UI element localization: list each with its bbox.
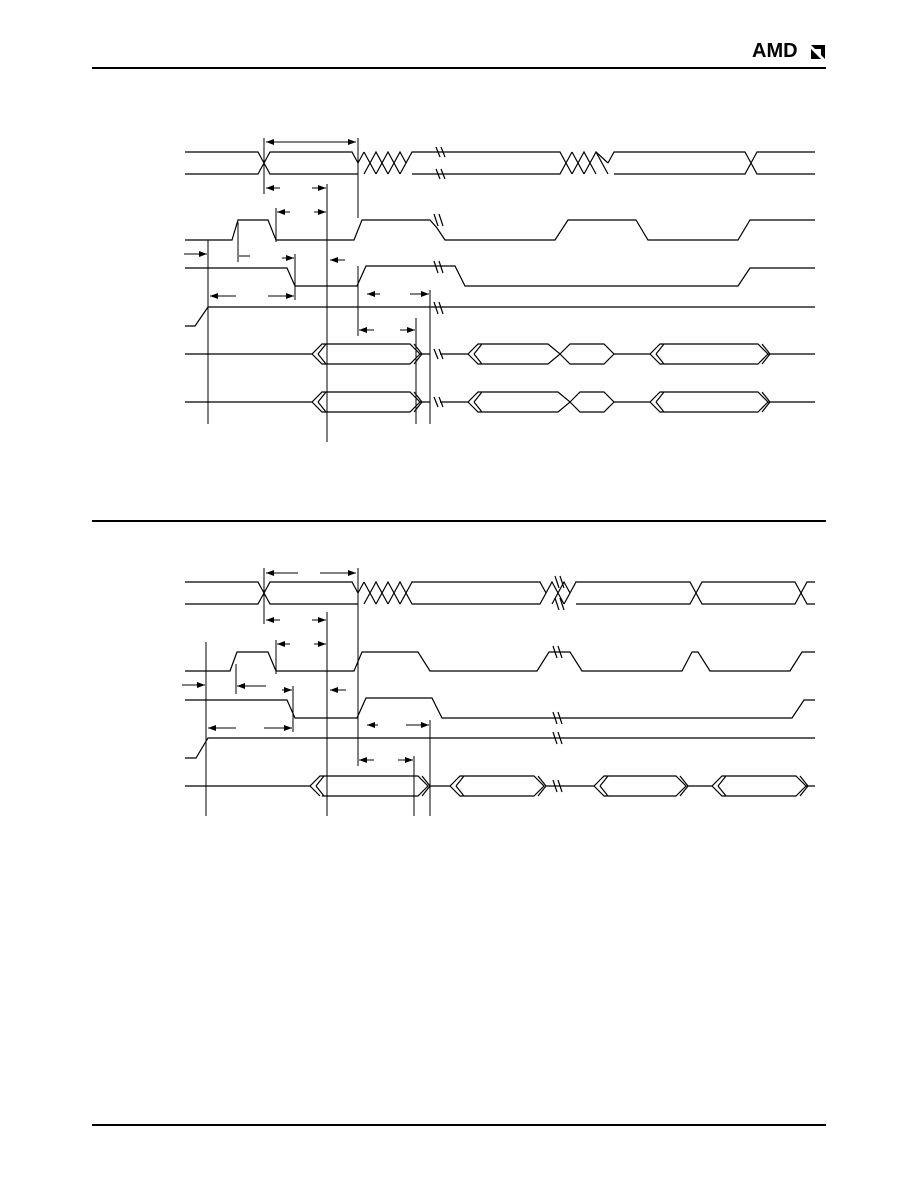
signal-row-1 [185, 576, 815, 610]
amd-arrow-logo-icon [811, 45, 825, 59]
signal-row-3 [185, 261, 815, 286]
signal-row-5 [185, 776, 815, 796]
signal-row-4 [185, 732, 815, 758]
reference-lines [208, 138, 430, 442]
timing-diagram-2 [0, 560, 918, 820]
timing-arrows [184, 139, 429, 333]
signal-row-4 [185, 302, 815, 326]
reference-lines [206, 568, 430, 816]
brand-logo-text: AMD [752, 40, 798, 62]
header-rule [92, 67, 826, 69]
timing-diagram-1 [0, 130, 918, 450]
section-divider-rule [92, 520, 826, 522]
signal-row-1 [185, 147, 815, 179]
signal-row-2 [185, 214, 815, 240]
signal-row-3 [185, 698, 815, 724]
timing-arrows [182, 570, 429, 763]
footer-rule [92, 1124, 826, 1126]
signal-row-6 [185, 392, 815, 412]
signal-row-5 [185, 344, 815, 364]
signal-row-2 [185, 646, 815, 671]
